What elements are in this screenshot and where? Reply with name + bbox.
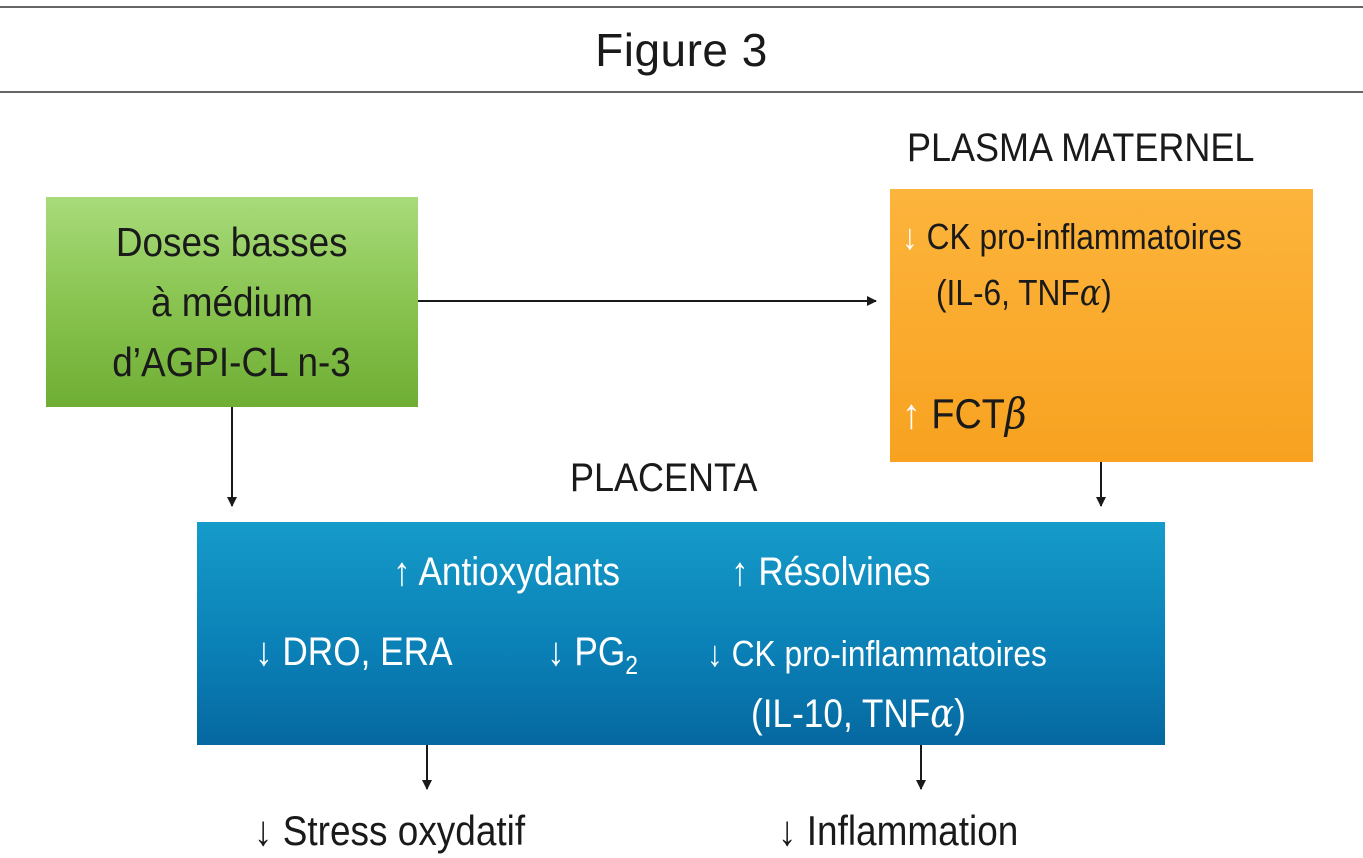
down-arrow-icon: ↓ [707,633,723,674]
up-arrow-icon: ↑ [393,550,411,594]
placenta-pg2: ↓ PG2 [547,630,638,681]
source-line-3: d’AGPI-CL n-3 [112,339,352,385]
plasma-fct-item: ↑ FCTβ [902,389,1027,438]
top-rule [0,6,1363,8]
placenta-antioxydants: ↑ Antioxydants [393,550,620,594]
plasma-fct-text: FCT [931,390,1005,437]
title-underline-rule [0,91,1363,93]
plasma-box: ↓ CK pro-inflammatoires (IL-6, TNFα) ↑ F… [890,189,1313,462]
source-line-2: à médium [150,279,313,325]
placenta-ck-item: ↓ CK pro-inflammatoires [707,633,1047,674]
plasma-ck-line-2: (IL-6, TNFα) [936,272,1112,314]
down-arrow-icon: ↓ [254,807,273,854]
placenta-label: PLACENTA [570,456,758,500]
placenta-box: ↑ Antioxydants ↑ Résolvines ↓ DRO, ERA ↓… [197,522,1165,745]
outcome-inflammation: ↓ Inflammation [778,807,1019,854]
placenta-dro-era: ↓ DRO, ERA [255,630,453,674]
plasma-ck-item: ↓ CK pro-inflammatoires [902,215,1242,259]
plasma-label: PLASMA MATERNEL [907,126,1255,170]
outcome-stress: ↓ Stress oxydatif [254,807,526,854]
figure-title: Figure 3 [595,24,768,76]
down-arrow-icon: ↓ [547,630,565,674]
down-arrow-icon: ↓ [778,807,797,854]
down-arrow-icon: ↓ [255,630,273,674]
up-arrow-icon: ↑ [902,390,921,437]
placenta-resolvines: ↑ Résolvines [731,550,931,594]
up-arrow-icon: ↑ [731,550,749,594]
down-arrow-icon: ↓ [902,216,918,257]
placenta-ck-line-2: (IL-10, TNFα) [751,691,966,737]
source-box: Doses basses à médium d’AGPI-CL n-3 [46,197,418,407]
plasma-ck-line-1: CK pro-inflammatoires [926,216,1242,257]
source-line-1: Doses basses [116,219,348,265]
